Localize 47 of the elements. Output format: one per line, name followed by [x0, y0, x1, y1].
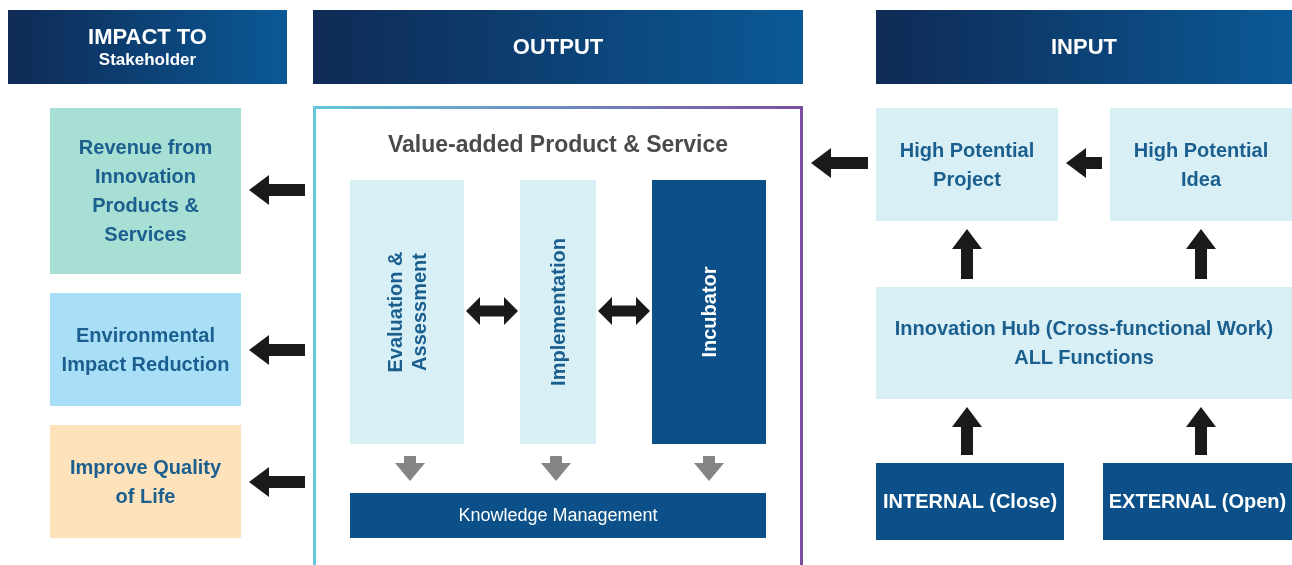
box-label: Innovation Hub (Cross-functional Work) ALL Functions: [893, 316, 1275, 370]
header-title: OUTPUT: [512, 34, 604, 60]
header-title: INPUT: [1051, 34, 1117, 60]
arrow: [811, 148, 868, 178]
impact-box: [50, 293, 241, 406]
box-label: Revenue from Innovation Products & Services: [77, 135, 214, 247]
box-label: High Potential Idea: [1132, 137, 1270, 192]
header-band: [8, 10, 287, 84]
arrow: [249, 175, 305, 205]
stage-box: [520, 180, 596, 444]
arrow: [466, 297, 518, 325]
arrow: [249, 335, 305, 365]
box-label: Improve Quality of Life: [68, 454, 223, 509]
box-label: Knowledge Management: [458, 504, 658, 528]
arrow: [249, 467, 305, 497]
arrow: [598, 297, 650, 325]
process-box: [876, 287, 1292, 399]
impact-box: [50, 108, 241, 274]
arrow: [395, 456, 425, 481]
box-label: High Potential Project: [898, 137, 1036, 192]
arrow: [952, 229, 982, 279]
header-subtitle: Stakeholder: [98, 50, 197, 70]
box-label: INTERNAL (Close): [882, 489, 1058, 514]
arrow: [541, 456, 571, 481]
frame-title: Value-added Product & Service: [388, 131, 728, 158]
arrow: [694, 456, 724, 481]
arrow: [1186, 407, 1216, 455]
source-box: [1103, 463, 1292, 540]
box-label: Incubator: [697, 266, 721, 358]
arrow: [1066, 148, 1102, 178]
stage-box: [350, 180, 464, 444]
header-band: [876, 10, 1292, 84]
header-title: IMPACT TO: [88, 24, 207, 50]
impact-box: [50, 425, 241, 538]
header-band: [313, 10, 803, 84]
box-label: Evaluation & Assessment: [383, 250, 431, 375]
arrow: [1186, 229, 1216, 279]
process-box: [1110, 108, 1292, 221]
box-label: Implementation: [546, 238, 570, 386]
knowledge-bar: [350, 493, 766, 538]
source-box: [876, 463, 1064, 540]
process-box: [876, 108, 1058, 221]
box-label: EXTERNAL (Open): [1108, 489, 1287, 514]
stage-box: [652, 180, 766, 444]
output-frame: [313, 106, 803, 565]
arrow: [952, 407, 982, 455]
box-label: Environmental Impact Reduction: [60, 322, 231, 377]
